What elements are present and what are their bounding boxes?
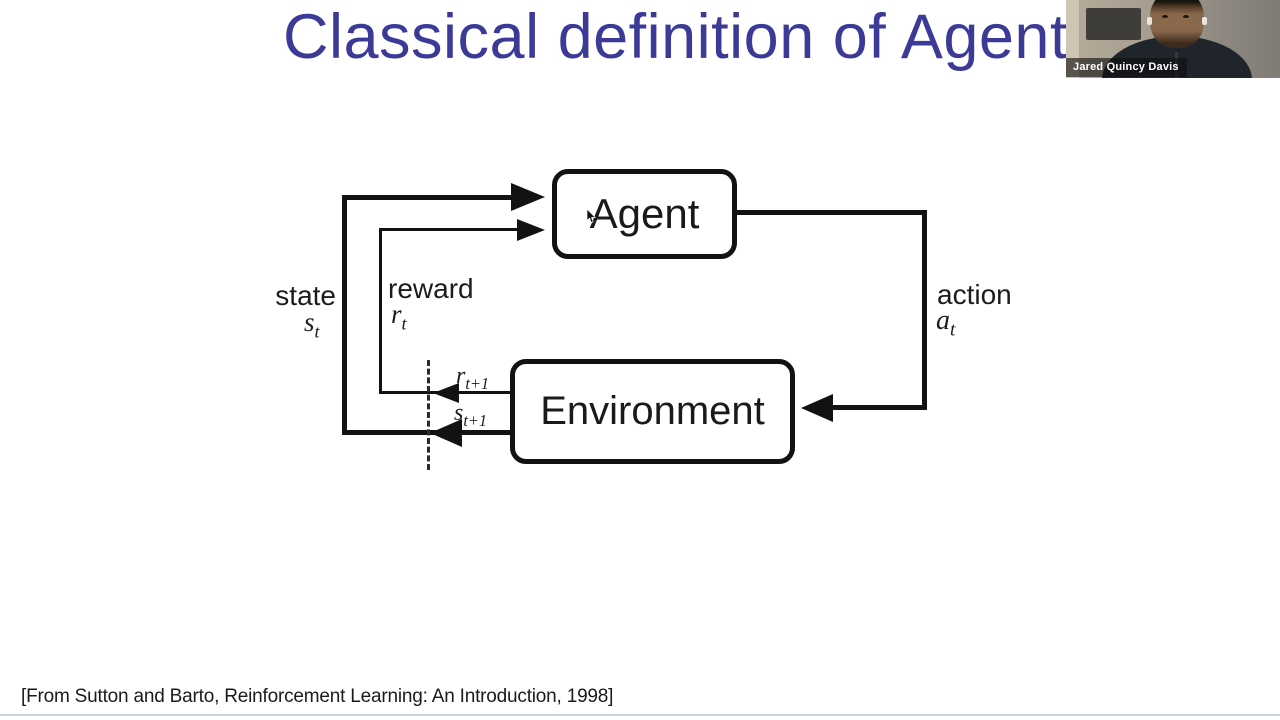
action-variable: at	[936, 305, 956, 341]
action-line-bottom	[833, 405, 927, 410]
participant-head	[1150, 0, 1204, 48]
webcam-tile[interactable]: Jared Quincy Davis	[1066, 0, 1280, 78]
footer-divider	[0, 714, 1280, 716]
action-line-top	[737, 210, 927, 215]
state-line-vertical	[342, 195, 347, 435]
state-line-top	[342, 195, 512, 200]
next-state-variable: st+1	[454, 400, 488, 430]
action-line-vertical	[922, 210, 927, 410]
environment-box-label: Environment	[540, 389, 765, 433]
mouse-cursor-icon	[586, 209, 596, 224]
webcam-background-monitor	[1086, 8, 1141, 40]
next-reward-variable: rt+1	[456, 363, 490, 393]
reward-line-top	[379, 228, 519, 231]
agent-box-label: Agent	[589, 190, 700, 237]
participant-right-eye	[1183, 15, 1189, 18]
reward-label: reward	[388, 273, 474, 304]
reward-arrowhead-into-agent	[517, 219, 545, 241]
next-state-arrowhead	[430, 419, 462, 447]
reward-variable: rt	[391, 299, 407, 334]
participant-name-tag: Jared Quincy Davis	[1066, 57, 1187, 77]
participant-left-eye	[1162, 15, 1168, 18]
state-arrowhead-into-agent	[511, 183, 545, 211]
reward-line-vertical	[379, 228, 382, 394]
earbud-right-icon	[1202, 17, 1207, 25]
agent-box: Agent	[552, 169, 737, 259]
citation-text: [From Sutton and Barto, Reinforcement Le…	[21, 686, 614, 707]
state-label: state	[275, 280, 336, 311]
state-variable: st	[304, 307, 320, 342]
action-arrowhead-into-environment	[801, 394, 833, 422]
action-label: action	[937, 279, 1012, 310]
time-step-dashed-line	[427, 360, 430, 470]
next-reward-arrowhead	[433, 383, 459, 403]
earbud-left-icon	[1147, 17, 1152, 25]
slide-title: Classical definition of Agent	[283, 2, 1068, 72]
environment-box: Environment	[510, 359, 795, 464]
